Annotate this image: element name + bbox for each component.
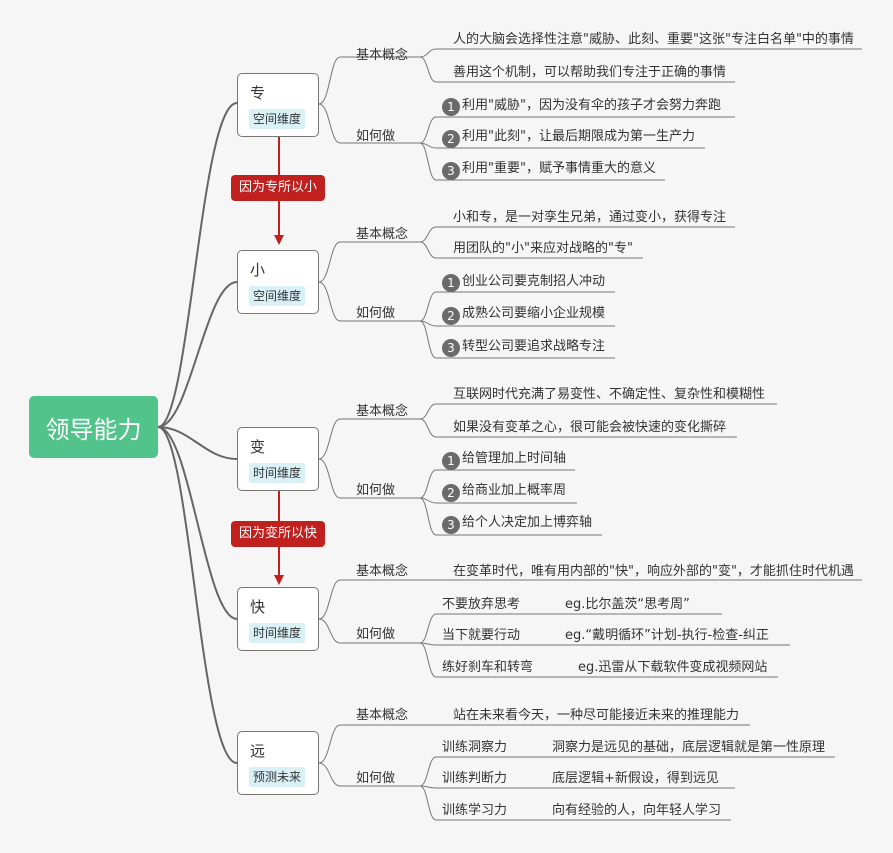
detail-item[interactable]: 底层逻辑+新假设，得到远见 [552, 771, 719, 786]
concept-item[interactable]: 人的大脑会选择性注意"威胁、此刻、重要"这张"专注白名单"中的事情 [453, 32, 854, 47]
step-item[interactable]: 转型公司要追求战略专注 [462, 339, 606, 354]
step-item[interactable]: 利用"重要"，赋予事情重大的意义 [462, 161, 656, 176]
label-concept[interactable]: 基本概念 [356, 227, 409, 242]
action-item[interactable]: 当下就要行动 [442, 628, 521, 643]
topic-node-xiao[interactable]: 小 空间维度 [237, 250, 319, 314]
label-concept[interactable]: 基本概念 [356, 708, 409, 723]
topic-tag: 预测未来 [249, 767, 306, 787]
step-item[interactable]: 利用"威胁"，因为没有伞的孩子才会努力奔跑 [462, 98, 721, 113]
label-howto[interactable]: 如何做 [356, 627, 396, 642]
link-root-kuai [157, 426, 238, 620]
detail-item[interactable]: 向有经验的人，向年轻人学习 [552, 803, 722, 818]
topic-title: 远 [250, 742, 266, 760]
example-item[interactable]: eg.迅雷从下载软件变成视频网站 [578, 660, 768, 675]
step-number-badge: 2 [442, 307, 460, 325]
detail-item[interactable]: 洞察力是远见的基础，底层逻辑就是第一性原理 [552, 740, 826, 755]
topic-tag: 空间维度 [249, 109, 306, 129]
action-item[interactable]: 训练洞察力 [442, 740, 508, 755]
step-item[interactable]: 给个人决定加上博弈轴 [462, 515, 593, 530]
concept-item[interactable]: 善用这个机制，可以帮助我们专注于正确的事情 [453, 65, 727, 80]
concept-item[interactable]: 站在未来看今天，一种尽可能接近未来的推理能力 [453, 708, 740, 723]
topic-node-kuai[interactable]: 快 时间维度 [237, 587, 319, 651]
topic-tag: 时间维度 [249, 623, 306, 643]
step-number-badge: 1 [442, 452, 460, 470]
root-node[interactable]: 领导能力 [29, 396, 158, 458]
step-number-badge: 2 [442, 484, 460, 502]
topic-tag: 空间维度 [249, 286, 306, 306]
topic-title: 快 [250, 598, 266, 616]
action-item[interactable]: 练好刹车和转弯 [442, 660, 534, 675]
concept-item[interactable]: 如果没有变革之心，很可能会被快速的变化撕碎 [453, 420, 727, 435]
link-root-bian [157, 426, 238, 460]
example-item[interactable]: eg.比尔盖茨“思考周” [565, 597, 690, 612]
concept-item[interactable]: 互联网时代充满了易变性、不确定性、复杂性和模糊性 [453, 387, 766, 402]
link-root-yuan [157, 426, 238, 764]
link-root-zhuan [157, 102, 238, 428]
example-item[interactable]: eg.“戴明循环”计划-执行-检查-纠正 [565, 628, 769, 643]
topic-tag: 时间维度 [249, 463, 306, 483]
link-root-xiao [157, 281, 238, 428]
label-concept[interactable]: 基本概念 [356, 48, 409, 63]
step-number-badge: 1 [442, 274, 460, 292]
label-howto[interactable]: 如何做 [356, 483, 396, 498]
step-number-badge: 3 [442, 339, 460, 357]
label-concept[interactable]: 基本概念 [356, 404, 409, 419]
topic-title: 变 [250, 438, 266, 456]
label-howto[interactable]: 如何做 [356, 771, 396, 786]
topic-title: 小 [250, 261, 266, 279]
concept-item[interactable]: 小和专，是一对孪生兄弟，通过变小，获得专注 [453, 210, 727, 225]
step-item[interactable]: 利用"此刻"，让最后期限成为第一生产力 [462, 129, 695, 144]
concept-item[interactable]: 在变革时代，唯有用内部的"快"，响应外部的"变"，才能抓住时代机遇 [453, 564, 854, 579]
label-howto[interactable]: 如何做 [356, 306, 396, 321]
action-item[interactable]: 训练判断力 [442, 771, 508, 786]
step-number-badge: 3 [442, 162, 460, 180]
action-item[interactable]: 训练学习力 [442, 803, 508, 818]
step-item[interactable]: 创业公司要克制招人冲动 [462, 274, 606, 289]
step-number-badge: 2 [442, 130, 460, 148]
label-howto[interactable]: 如何做 [356, 129, 396, 144]
relation-label-bian-kuai[interactable]: 因为变所以快 [231, 521, 325, 547]
step-number-badge: 1 [442, 98, 460, 116]
topic-node-zhuan[interactable]: 专 空间维度 [237, 73, 319, 137]
concept-item[interactable]: 用团队的"小"来应对战略的"专" [453, 241, 633, 256]
relation-label-zhuan-xiao[interactable]: 因为专所以小 [231, 175, 325, 201]
topic-node-yuan[interactable]: 远 预测未来 [237, 731, 319, 795]
topic-title: 专 [250, 84, 266, 102]
action-item[interactable]: 不要放弃思考 [442, 597, 521, 612]
step-number-badge: 3 [442, 516, 460, 534]
label-concept[interactable]: 基本概念 [356, 564, 409, 579]
step-item[interactable]: 给商业加上概率周 [462, 483, 567, 498]
topic-node-bian[interactable]: 变 时间维度 [237, 427, 319, 491]
step-item[interactable]: 给管理加上时间轴 [462, 451, 567, 466]
step-item[interactable]: 成熟公司要缩小企业规模 [462, 306, 606, 321]
